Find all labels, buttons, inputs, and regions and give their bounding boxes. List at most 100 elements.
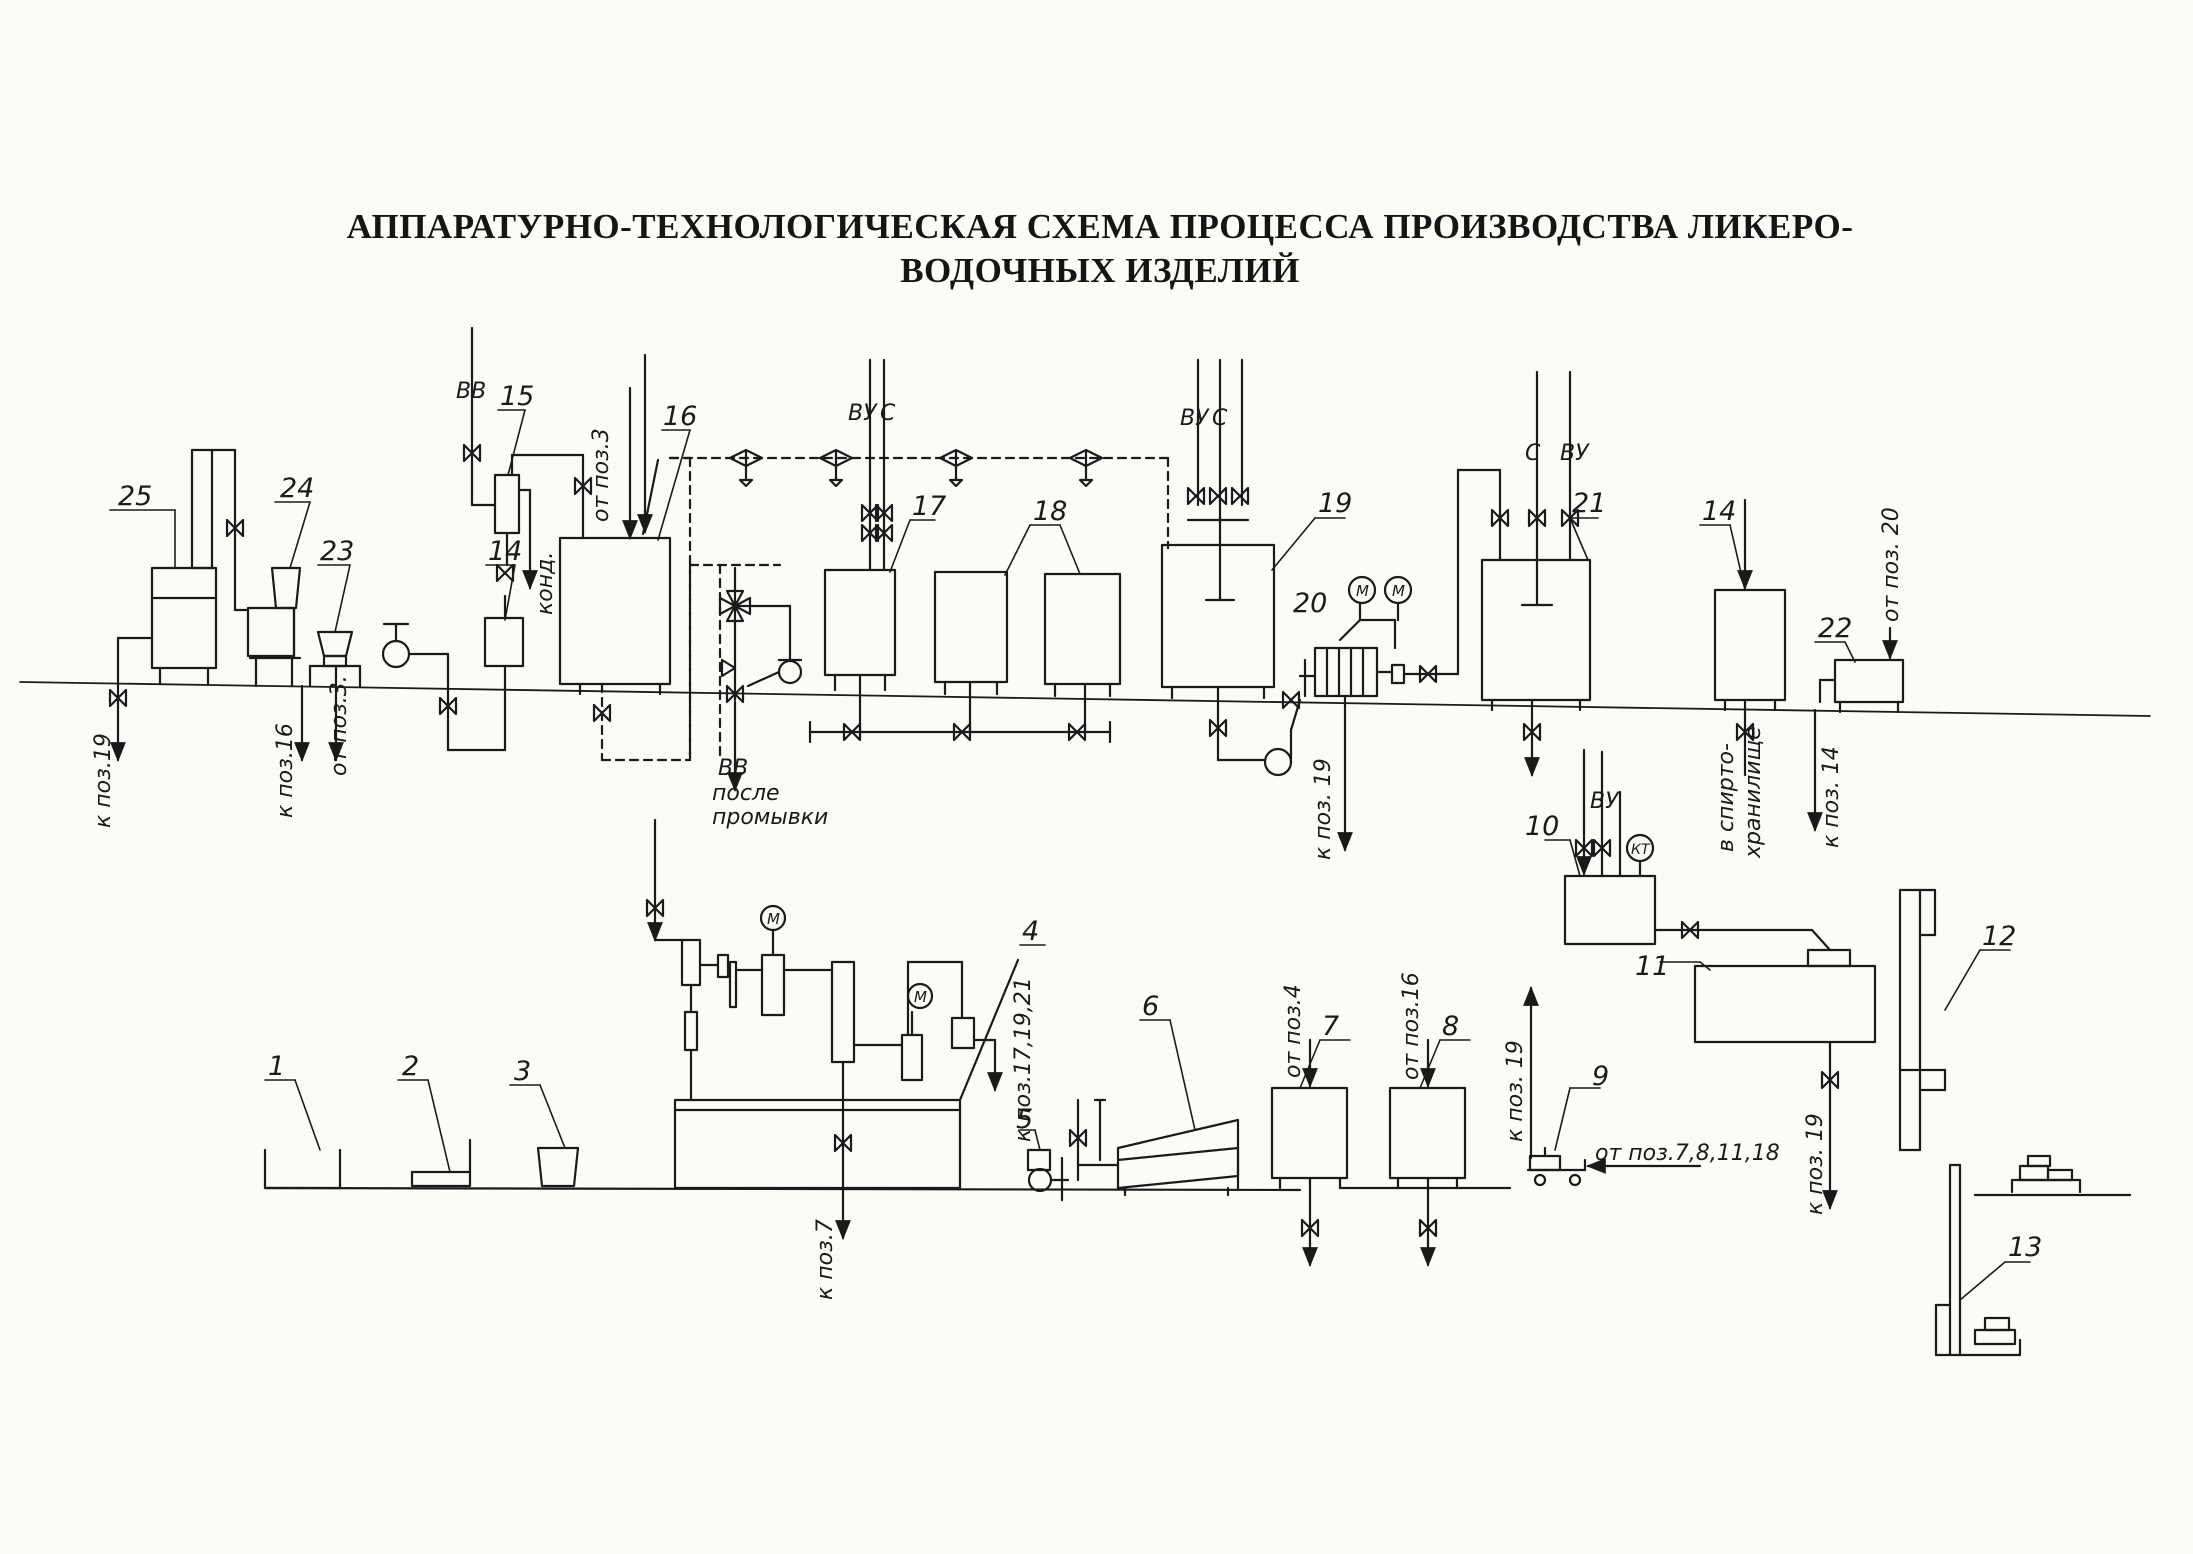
equipment-24 bbox=[246, 566, 302, 688]
position-numbers: 25 24 23 14 15 16 17 18 19 20 21 14 22 1… bbox=[118, 381, 2042, 1263]
three-way-valve-1 bbox=[728, 448, 764, 488]
label-vv-after-wash: ВВ bbox=[718, 756, 748, 781]
pos-15: 15 bbox=[500, 381, 534, 412]
label-to-pos14: к поз. 14 bbox=[1819, 746, 1844, 848]
pos-25: 25 bbox=[118, 481, 152, 512]
equipment-2 bbox=[410, 1138, 472, 1188]
label-c-21: С bbox=[1525, 441, 1541, 466]
motor-letter-20b: М bbox=[1392, 582, 1405, 600]
pos-9: 9 bbox=[1592, 1061, 1609, 1092]
equipment-5-pump bbox=[1026, 1148, 1070, 1202]
kt-letter-10: КТ bbox=[1631, 842, 1651, 858]
equipment-11-tank bbox=[1693, 948, 1877, 1210]
label-c-19: С bbox=[1212, 406, 1228, 431]
label-from-pos-7-8-11-18: от поз.7,8,11,18 bbox=[1595, 1141, 1780, 1166]
label-to-pos19-mid: к поз. 19 bbox=[1311, 758, 1336, 860]
pos-12: 12 bbox=[1982, 921, 2016, 952]
motor-letter-4a: М bbox=[767, 910, 780, 928]
pos-8: 8 bbox=[1442, 1011, 1459, 1042]
pos-14a: 14 bbox=[488, 536, 522, 567]
label-to-pos16: к поз.16 bbox=[273, 723, 298, 818]
equipment-18-tanks bbox=[933, 570, 1122, 698]
label-from-pos3: от поз.3. bbox=[327, 675, 352, 776]
label-vu-19: ВУ bbox=[1180, 406, 1210, 431]
label-after-wash-1: после bbox=[712, 781, 780, 806]
pos-1: 1 bbox=[268, 1051, 285, 1082]
equipment-3-bucket bbox=[536, 1146, 580, 1188]
equipment-21-tank bbox=[1480, 370, 1592, 777]
leader-lines bbox=[109, 409, 2031, 1301]
pos-7: 7 bbox=[1322, 1011, 1339, 1042]
motor-gauge-20a bbox=[1347, 575, 1377, 605]
equipment-14-measuring-tank bbox=[483, 563, 525, 752]
label-from-pos4: от поз.4 bbox=[1281, 984, 1306, 1078]
equipment-6-settler bbox=[1068, 1098, 1240, 1197]
label-to-pos19-left: к поз.19 bbox=[91, 733, 116, 828]
equipment-7-tank bbox=[1270, 1038, 1349, 1267]
three-way-valve-4 bbox=[1068, 448, 1104, 488]
motor-letter-20a: М bbox=[1356, 582, 1369, 600]
label-vu-10: ВУ bbox=[1590, 789, 1620, 814]
label-to-storage-1: в спирто- bbox=[1714, 743, 1739, 852]
label-from-pos3-top: от поз.3 bbox=[589, 428, 614, 522]
equipment-12-elevator bbox=[1898, 888, 1947, 1152]
title-line-1: АППАРАТУРНО-ТЕХНОЛОГИЧЕСКАЯ СХЕМА ПРОЦЕС… bbox=[346, 207, 1854, 246]
pos-16: 16 bbox=[663, 401, 697, 432]
equipment-13-rack bbox=[1934, 1163, 2022, 1357]
three-way-valve-3 bbox=[938, 448, 974, 488]
pos-13: 13 bbox=[2008, 1232, 2042, 1263]
motor-gauge-20b bbox=[1383, 575, 1413, 622]
equipment-4-syrup-station bbox=[645, 818, 1020, 1240]
pos-4: 4 bbox=[1022, 916, 1039, 947]
label-c-17: С bbox=[880, 401, 896, 426]
label-vv-15: ВВ bbox=[456, 379, 486, 404]
equipment-19-mixer bbox=[1160, 358, 1302, 777]
equipment-22 bbox=[1807, 626, 1905, 832]
wash-branch bbox=[718, 566, 803, 792]
pos-10: 10 bbox=[1525, 811, 1559, 842]
label-to-storage-2: хранилище bbox=[1741, 726, 1766, 859]
three-way-valve-2 bbox=[818, 448, 854, 488]
equipment-9-trolley bbox=[1523, 986, 1702, 1187]
label-to-pos19-right: к поз. 19 bbox=[1803, 1113, 1828, 1215]
label-to-pos17-19-21: к поз.17,19,21 bbox=[1011, 977, 1036, 1142]
equipment-10-tank bbox=[1563, 748, 1832, 952]
pos-3: 3 bbox=[514, 1056, 531, 1087]
pos-22: 22 bbox=[1818, 613, 1852, 644]
pump-14-inlet bbox=[381, 622, 507, 752]
pos-18: 18 bbox=[1033, 496, 1067, 527]
pos-2: 2 bbox=[402, 1051, 419, 1082]
instrument-letters: М М М М КТ bbox=[767, 582, 1651, 1006]
pos-14b: 14 bbox=[1702, 496, 1736, 527]
pos-19: 19 bbox=[1318, 488, 1352, 519]
title-line-2: ВОДОЧНЫХ ИЗДЕЛИЙ bbox=[900, 251, 1300, 290]
equipment-25-boiler bbox=[108, 448, 250, 762]
pos-20: 20 bbox=[1293, 588, 1327, 619]
pos-6: 6 bbox=[1142, 991, 1159, 1022]
pos-11: 11 bbox=[1635, 951, 1669, 982]
equipment-8-tank bbox=[1388, 1038, 1467, 1267]
motor-letter-4b: М bbox=[914, 988, 927, 1006]
pos-17: 17 bbox=[912, 491, 946, 522]
equipment-14-spirit-tank bbox=[1713, 498, 1787, 777]
pos-21: 21 bbox=[1572, 488, 1606, 519]
label-from-pos16: от поз.16 bbox=[1399, 972, 1424, 1080]
label-after-wash-2: промывки bbox=[712, 805, 828, 830]
equipment-23-hopper bbox=[294, 630, 362, 762]
equipment-20-filter bbox=[1298, 468, 1502, 852]
product-boxes-top bbox=[2010, 1154, 2082, 1194]
equipment-15-cooler bbox=[462, 326, 593, 590]
flow-labels: ВВ ВУ С ВУ С С ВУ ВУ ВВ после промывки о… bbox=[91, 379, 1904, 1300]
pos-23: 23 bbox=[320, 536, 354, 567]
equipment-1 bbox=[263, 1148, 342, 1190]
manifold-17-18 bbox=[808, 673, 1112, 744]
pos-24: 24 bbox=[280, 473, 314, 504]
label-kond: конд. bbox=[533, 552, 558, 615]
label-to-pos19-9: к поз. 19 bbox=[1503, 1040, 1528, 1142]
label-to-pos7: к поз.7 bbox=[813, 1219, 838, 1300]
floor-line-lower bbox=[263, 1186, 2132, 1197]
label-from-pos20: от поз. 20 bbox=[1879, 507, 1904, 622]
pos-5: 5 bbox=[1016, 1104, 1033, 1135]
